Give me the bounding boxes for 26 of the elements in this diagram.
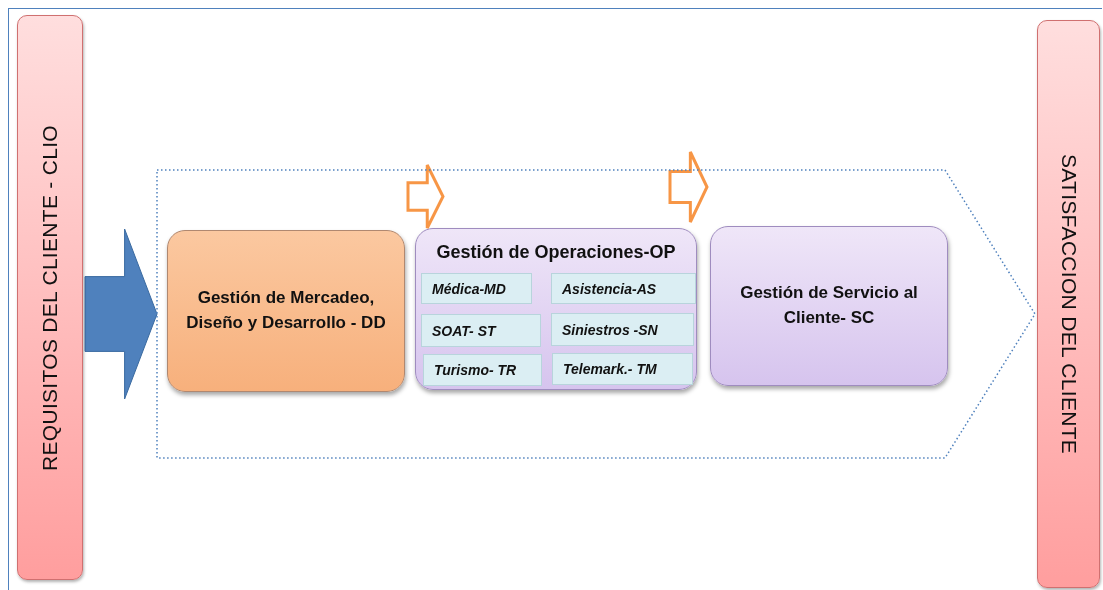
sub-process-box <box>551 313 694 346</box>
sub-process-label: Telemark.- TM <box>563 361 657 377</box>
outline-arrow <box>668 150 709 224</box>
process-box <box>167 230 405 392</box>
outline-arrow <box>406 163 445 230</box>
sub-process-box <box>552 353 693 385</box>
sub-process-box <box>421 314 541 347</box>
banner-label: SATISFACCION DEL CLIENTE <box>1056 153 1081 455</box>
process-title: Gestión de Servicio al Cliente- SC <box>739 282 919 329</box>
sub-process-box <box>423 354 542 386</box>
vertical-banner <box>17 15 83 580</box>
dotted-chevron-outline <box>157 170 1035 458</box>
process-box <box>710 226 948 386</box>
vertical-banner <box>1037 20 1100 588</box>
banner-label: REQUISITOS DEL CLIENTE - CLIO <box>38 124 62 471</box>
sub-process-label: Siniestros -SN <box>562 321 658 338</box>
sub-process-box <box>551 273 696 304</box>
process-title: Gestión de Operaciones-OP <box>436 241 676 264</box>
sub-process-label: SOAT- ST <box>432 322 496 339</box>
sub-process-box <box>421 273 532 304</box>
process-title: Gestión de Mercadeo, Diseño y Desarrollo - DD <box>185 287 387 334</box>
block-arrow <box>84 228 158 400</box>
process-box <box>415 228 697 390</box>
sub-process-label: Médica-MD <box>432 280 506 297</box>
sub-process-label: Turismo- TR <box>434 362 517 378</box>
sub-process-label: Asistencia-AS <box>562 280 657 297</box>
